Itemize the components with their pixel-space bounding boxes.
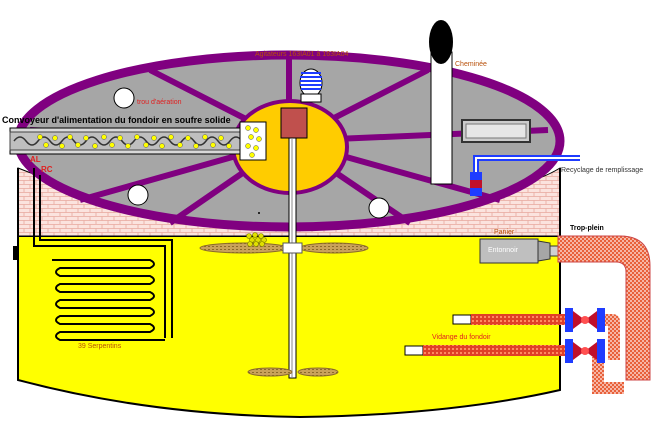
label-agitateurs: Agitateurs 163IA01 à 163IA04 (255, 51, 349, 58)
conveyor (9, 121, 267, 161)
agitator-blade (199, 242, 289, 254)
label-trou-aeration: trou d'aération (137, 99, 182, 106)
agitator-blade (299, 242, 369, 254)
heating-lines (33, 168, 173, 338)
basket-funnel (479, 238, 559, 264)
sulfur-granules (246, 232, 267, 247)
agitator-motor (299, 68, 323, 103)
label-panier: Panier (494, 229, 515, 236)
label-vidange: Vidange du fondoir (432, 334, 491, 341)
label-rc: RC (41, 165, 53, 174)
serpentine-coil (52, 259, 165, 341)
drain-valve-upper (565, 308, 605, 332)
label-recyclage: Recyclage de remplissage (561, 167, 644, 174)
chimney (430, 51, 453, 185)
aeration-hole (368, 197, 390, 219)
label-serpentins: 39 Serpentins (78, 343, 122, 350)
label-entonnoir: Entonnoir (488, 247, 518, 254)
agitator-blade (247, 367, 293, 377)
agitator-blade (297, 367, 339, 377)
label-convoyeur: Convoyeur d'alimentation du fondoir en s… (2, 115, 231, 125)
aeration-hole (127, 184, 149, 206)
label-al: AL (30, 155, 41, 164)
gearbox (280, 107, 308, 139)
drain-valve-lower (565, 339, 605, 363)
chimney-top (429, 20, 453, 64)
label-trop-plein: Trop-plein (570, 225, 604, 232)
aeration-hole (113, 87, 135, 109)
recycling-pipe (470, 155, 580, 196)
overflow-pipe (557, 235, 651, 381)
label-cheminee: Cheminée (455, 61, 487, 68)
